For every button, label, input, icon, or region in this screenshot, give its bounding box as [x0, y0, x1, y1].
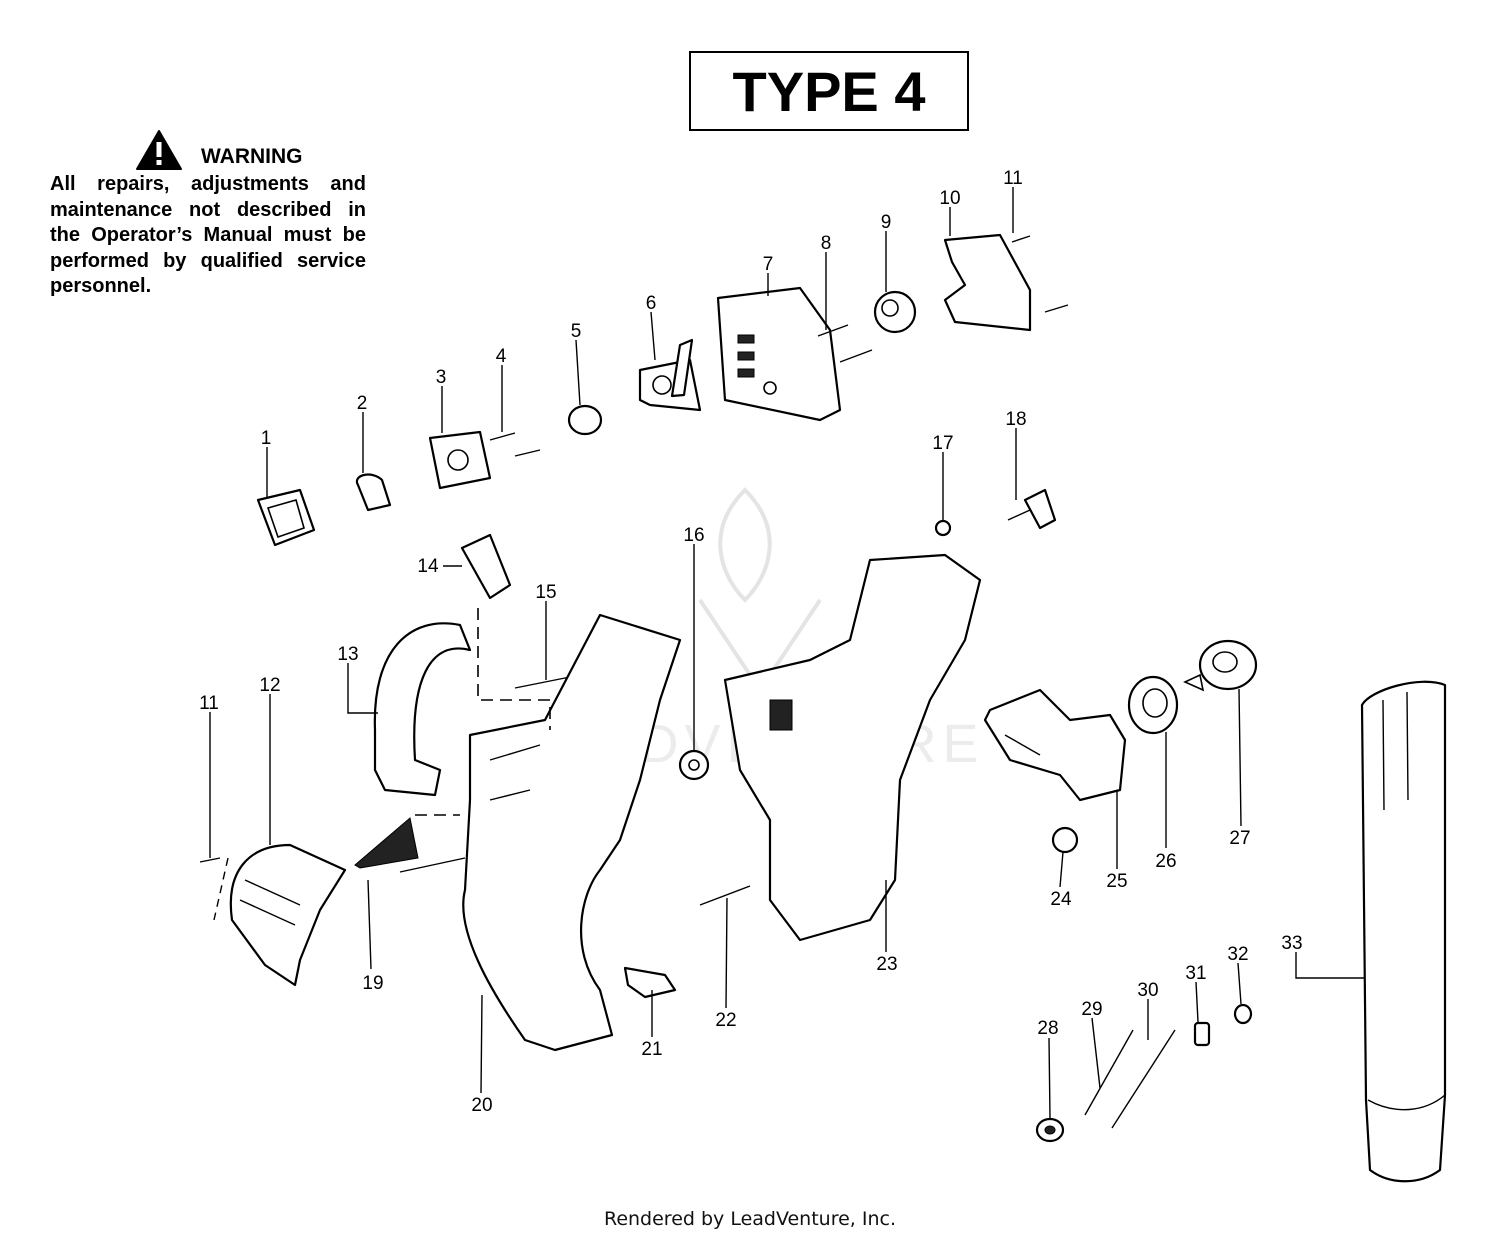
callout-numbers: 1 2 3 4 5 6 7 8 9 10 11 11 12 13 14 15 1… — [199, 168, 1302, 1116]
callout-1: 1 — [261, 428, 272, 449]
callout-4: 4 — [496, 346, 507, 367]
callout-18: 18 — [1005, 409, 1026, 430]
callout-32: 32 — [1227, 944, 1248, 965]
part-30-line — [1111, 1029, 1176, 1129]
callout-29: 29 — [1081, 999, 1102, 1020]
callout-11-top: 11 — [1003, 168, 1023, 189]
part-19-filter — [354, 817, 419, 869]
part-24-grommet — [1051, 826, 1079, 854]
callout-22: 22 — [715, 1010, 736, 1031]
part-4-screws — [489, 432, 541, 457]
callout-23: 23 — [876, 954, 897, 975]
callout-6: 6 — [646, 293, 657, 314]
part-9-spacer — [873, 290, 917, 334]
part-8-screws — [817, 324, 873, 363]
part-6-carburetor — [638, 338, 702, 412]
part-26-ring — [1127, 675, 1179, 735]
part-5-oring — [567, 404, 603, 436]
callout-7: 7 — [763, 254, 774, 275]
part-11-screws — [1011, 235, 1069, 313]
part-22-pin — [699, 885, 751, 906]
part-25-intake — [983, 688, 1127, 802]
part-20-blower-housing — [399, 608, 682, 1052]
callout-8: 8 — [821, 233, 832, 254]
callout-14: 14 — [417, 556, 439, 577]
callout-30: 30 — [1137, 980, 1158, 1001]
part-32-ring — [1233, 1003, 1253, 1025]
part-29-line — [1084, 1029, 1134, 1116]
callout-19: 19 — [362, 973, 383, 994]
callout-16: 16 — [683, 525, 704, 546]
part-31-filter — [1193, 1021, 1211, 1047]
callout-27: 27 — [1229, 828, 1250, 849]
warning-title: WARNING — [201, 145, 303, 168]
part-7-housing — [716, 286, 842, 422]
warning-text: All repairs, adjustments and maintenance… — [50, 173, 366, 297]
part-18-knob — [1007, 488, 1057, 530]
warning-icon — [136, 130, 182, 170]
part-14-pad — [460, 533, 512, 600]
callout-20: 20 — [471, 1095, 492, 1116]
part-10-plate — [943, 233, 1032, 332]
part-28-washer — [1035, 1117, 1065, 1143]
callout-11-left: 11 — [199, 693, 219, 714]
callout-3: 3 — [436, 367, 447, 388]
part-27-cap — [1183, 639, 1258, 692]
part-33-tube — [1360, 680, 1447, 1183]
callout-24: 24 — [1050, 889, 1072, 910]
callout-9: 9 — [881, 212, 892, 233]
callout-31: 31 — [1185, 963, 1206, 984]
part-3-block — [428, 430, 492, 490]
part-2-gasket — [355, 473, 392, 512]
callout-25: 25 — [1106, 871, 1127, 892]
part-13-handle — [373, 622, 472, 797]
callout-13: 13 — [337, 644, 358, 665]
callout-21: 21 — [641, 1039, 662, 1060]
callout-2: 2 — [357, 393, 368, 414]
part-23-blower-half — [723, 553, 982, 942]
part-16-gear — [678, 749, 710, 781]
warning-block: WARNING All repairs, adjustments and mai… — [50, 128, 366, 300]
part-1-gasket — [256, 488, 316, 547]
part-17-nut — [934, 519, 952, 537]
warning-header: WARNING — [135, 128, 366, 172]
part-21-clip — [623, 966, 677, 999]
part-12-cover — [199, 843, 347, 987]
leader-lines — [209, 187, 1364, 1119]
callout-33: 33 — [1281, 933, 1302, 954]
callout-12: 12 — [259, 675, 280, 696]
footer-credit: Rendered by LeadVenture, Inc. — [603, 1208, 897, 1230]
callout-28: 28 — [1037, 1018, 1058, 1039]
callout-10: 10 — [939, 188, 960, 209]
callout-5: 5 — [571, 321, 582, 342]
callout-17: 17 — [932, 433, 953, 454]
callout-26: 26 — [1155, 851, 1176, 872]
callout-15: 15 — [535, 582, 556, 603]
type-label: TYPE 4 — [689, 51, 969, 131]
